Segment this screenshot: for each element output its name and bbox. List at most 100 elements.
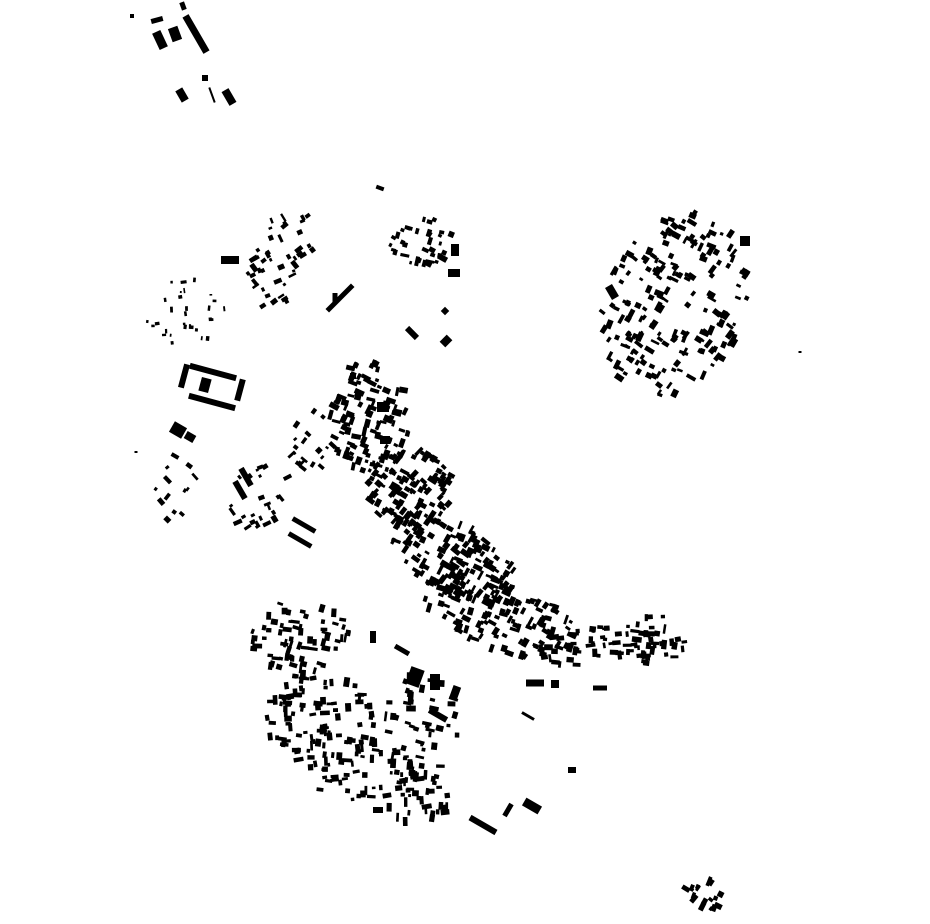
building bbox=[654, 257, 660, 264]
building bbox=[419, 477, 428, 485]
building bbox=[379, 420, 387, 425]
building bbox=[631, 636, 643, 643]
building bbox=[130, 14, 134, 18]
building bbox=[719, 231, 724, 236]
building bbox=[440, 463, 447, 470]
building bbox=[661, 239, 670, 247]
building bbox=[380, 472, 389, 480]
building bbox=[447, 230, 455, 239]
building bbox=[334, 395, 342, 404]
building bbox=[348, 450, 355, 457]
building bbox=[639, 358, 648, 367]
building bbox=[408, 769, 416, 776]
building bbox=[223, 306, 226, 312]
building bbox=[502, 802, 514, 818]
building bbox=[364, 459, 369, 464]
building bbox=[335, 778, 339, 782]
building bbox=[406, 473, 416, 482]
building bbox=[449, 556, 455, 565]
building bbox=[707, 229, 717, 237]
building bbox=[354, 694, 365, 697]
building bbox=[683, 275, 691, 282]
building bbox=[296, 641, 303, 651]
building bbox=[339, 634, 344, 643]
building bbox=[525, 624, 533, 631]
building bbox=[417, 497, 425, 504]
building bbox=[279, 622, 284, 629]
building bbox=[312, 739, 316, 745]
building bbox=[378, 749, 383, 757]
building bbox=[470, 537, 481, 546]
building bbox=[712, 895, 719, 901]
building bbox=[386, 700, 393, 705]
building bbox=[331, 621, 339, 627]
building bbox=[460, 560, 469, 567]
building bbox=[617, 313, 626, 325]
building bbox=[509, 566, 517, 575]
building bbox=[260, 257, 267, 264]
building bbox=[676, 368, 683, 373]
building bbox=[287, 694, 291, 701]
building bbox=[682, 237, 688, 245]
building bbox=[426, 236, 434, 246]
building bbox=[422, 450, 432, 460]
building bbox=[449, 533, 457, 539]
building bbox=[662, 624, 667, 634]
building bbox=[710, 362, 715, 368]
building bbox=[532, 642, 538, 648]
building bbox=[251, 634, 258, 642]
building bbox=[424, 723, 431, 729]
building bbox=[622, 643, 632, 647]
building bbox=[185, 486, 190, 492]
building bbox=[633, 642, 638, 649]
building bbox=[256, 267, 262, 274]
building bbox=[330, 774, 339, 779]
building bbox=[430, 578, 441, 586]
building bbox=[288, 661, 298, 669]
building bbox=[467, 534, 475, 544]
building bbox=[641, 314, 647, 321]
building bbox=[612, 359, 622, 370]
building bbox=[323, 679, 328, 686]
building bbox=[376, 384, 383, 390]
building bbox=[440, 486, 448, 494]
building bbox=[482, 581, 491, 591]
building bbox=[468, 814, 498, 836]
building bbox=[279, 742, 289, 747]
building bbox=[344, 426, 352, 436]
building bbox=[418, 569, 426, 577]
building bbox=[393, 643, 411, 657]
building bbox=[446, 723, 451, 728]
building bbox=[296, 250, 304, 258]
building bbox=[493, 568, 500, 574]
building bbox=[480, 543, 491, 553]
building bbox=[249, 519, 257, 526]
building bbox=[307, 646, 318, 652]
building bbox=[370, 490, 379, 499]
building bbox=[285, 253, 292, 260]
building bbox=[424, 550, 430, 556]
building bbox=[371, 359, 380, 369]
building bbox=[359, 441, 370, 450]
building bbox=[526, 616, 534, 626]
building bbox=[660, 216, 670, 224]
building bbox=[428, 246, 437, 254]
building bbox=[284, 715, 292, 722]
building bbox=[382, 414, 391, 423]
building bbox=[356, 793, 362, 799]
building bbox=[404, 225, 413, 231]
building bbox=[399, 468, 410, 476]
building bbox=[277, 234, 284, 243]
building bbox=[375, 184, 385, 192]
building bbox=[364, 478, 373, 488]
building bbox=[304, 212, 311, 219]
building bbox=[487, 559, 494, 567]
buildings-layer bbox=[130, 1, 802, 913]
building bbox=[520, 637, 530, 648]
building bbox=[183, 431, 197, 443]
building bbox=[350, 797, 355, 802]
building bbox=[656, 274, 663, 281]
building bbox=[551, 659, 560, 665]
building bbox=[648, 636, 654, 643]
building bbox=[292, 255, 298, 261]
